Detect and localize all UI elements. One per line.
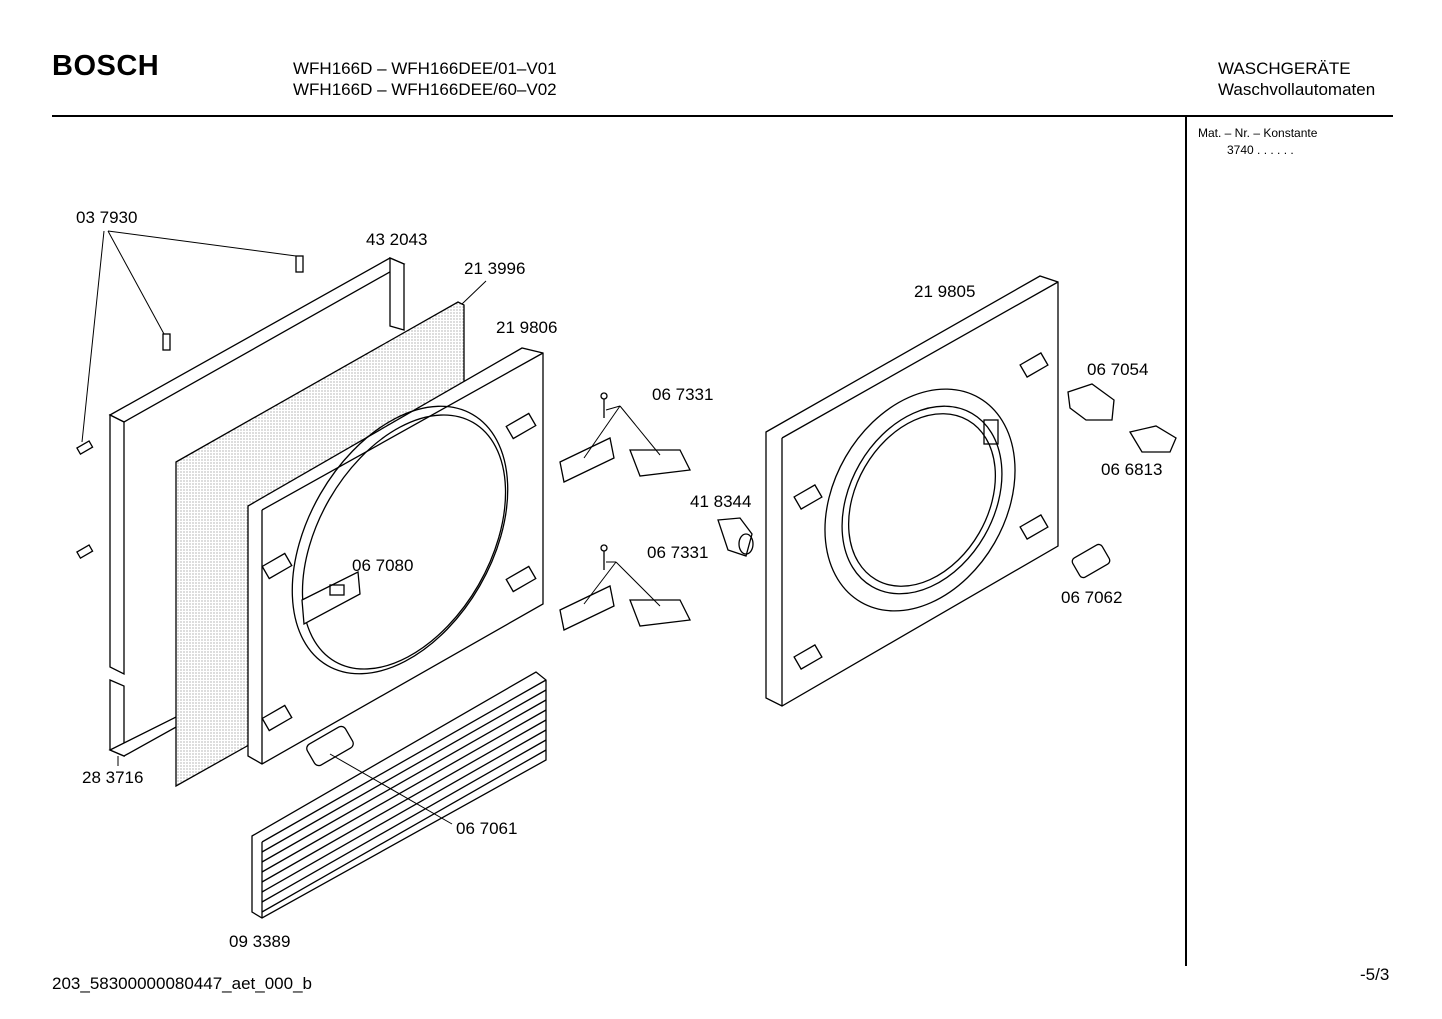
brand-logo: BOSCH	[52, 50, 160, 82]
part-label: 21 3996	[464, 259, 526, 278]
outer-frame-part	[108, 257, 406, 757]
model-line-1: WFH166D – WFH166DEE/01–V01	[293, 59, 557, 78]
material-number-value: 3740 . . . . . .	[1227, 143, 1294, 157]
cover-cap-part	[306, 725, 354, 767]
model-line-2: WFH166D – WFH166DEE/60–V02	[293, 80, 557, 99]
part-label: 06 7061	[456, 819, 518, 838]
part-label: 06 7080	[352, 556, 414, 575]
part-label: 06 7331	[647, 543, 709, 562]
part-label: 28 3716	[82, 768, 144, 787]
hinge-part-bottom	[559, 544, 691, 631]
part-label: 06 7331	[652, 385, 714, 404]
category-line-1: WASCHGERÄTE	[1218, 59, 1351, 78]
cap-part	[1071, 543, 1111, 579]
material-number-label: Mat. – Nr. – Konstante	[1198, 126, 1318, 140]
part-label: 41 8344	[690, 492, 752, 511]
hinge-part-top	[559, 392, 691, 483]
part-label: 21 9805	[914, 282, 976, 301]
document-id: 203_58300000080447_aet_000_b	[52, 974, 312, 993]
kick-plate-part	[251, 671, 547, 919]
page-number: -5/3	[1360, 965, 1390, 984]
part-label: 21 9806	[496, 318, 558, 337]
switch-cover-part	[1128, 425, 1177, 453]
latch-part	[1067, 383, 1115, 421]
door-lock-part	[301, 570, 361, 626]
bushing-part	[717, 517, 754, 557]
leader-lines	[81, 230, 661, 825]
category-line-2: Waschvollautomaten	[1218, 80, 1376, 99]
screw-parts	[76, 255, 304, 559]
part-label: 43 2043	[366, 230, 428, 249]
part-label: 09 3389	[229, 932, 291, 951]
part-label: 06 6813	[1101, 460, 1163, 479]
part-label: 03 7930	[76, 208, 138, 227]
front-panel-large-part	[765, 275, 1059, 707]
front-panel-part	[247, 347, 544, 765]
part-label: 06 7054	[1087, 360, 1149, 379]
part-label: 06 7062	[1061, 588, 1123, 607]
